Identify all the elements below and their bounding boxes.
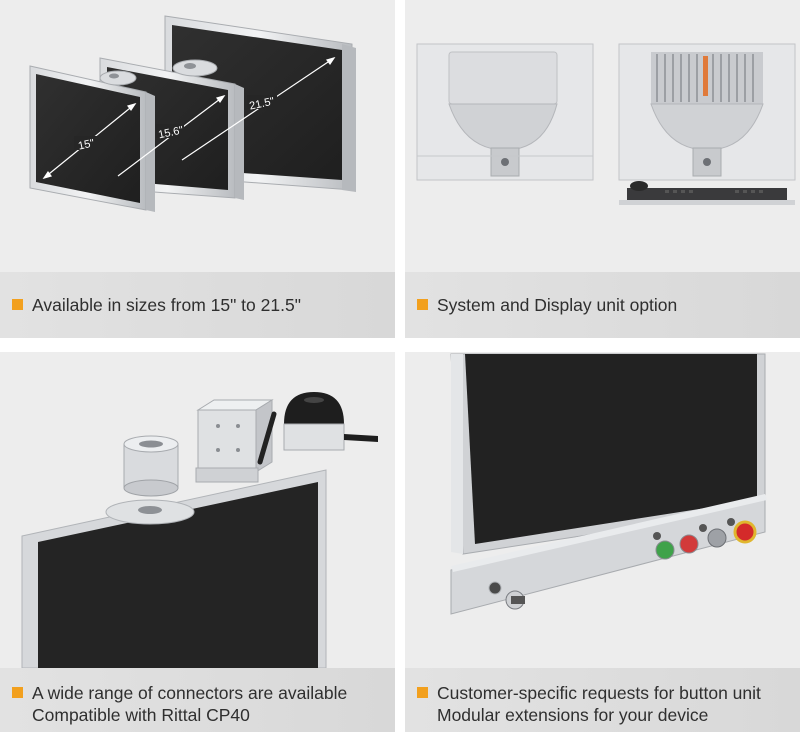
caption-line: Customer-specific requests for button un… <box>437 683 761 703</box>
caption: Available in sizes from 15" to 21.5" <box>0 272 395 338</box>
caption-line: Available in sizes from 15" to 21.5" <box>32 295 301 315</box>
bullet-square-icon <box>12 687 23 698</box>
caption-line: Modular extensions for your device <box>437 705 709 725</box>
panel-sizes: 15" 15.6" 21.5" Available in sizes from … <box>0 0 395 338</box>
system-unit-back <box>618 43 796 181</box>
bullet-square-icon <box>12 299 23 310</box>
caption: Customer-specific requests for button un… <box>405 668 800 732</box>
caption-line: System and Display unit option <box>437 295 678 315</box>
button-unit-illustration <box>450 353 767 615</box>
bullet-square-icon <box>417 299 428 310</box>
panel-connectors: A wide range of connectors are available… <box>0 352 395 732</box>
monitor-top <box>21 469 327 668</box>
caption-line: A wide range of connectors are available <box>32 683 348 703</box>
connectors-illustration <box>21 392 378 668</box>
monitor-sizes-illustration: 15" 15.6" 21.5" <box>29 15 356 212</box>
bullet-square-icon <box>417 687 428 698</box>
display-unit-back <box>416 43 594 181</box>
caption: System and Display unit option <box>405 272 800 338</box>
panel-button-unit: Customer-specific requests for button un… <box>405 352 800 732</box>
system-display-illustration <box>416 43 796 205</box>
panel-system-display: System and Display unit option <box>405 0 800 338</box>
caption-line: Compatible with Rittal CP40 <box>32 705 250 725</box>
caption: A wide range of connectors are available… <box>0 668 395 732</box>
size-label-15-6: 15.6" <box>157 124 184 141</box>
connector-black-cap <box>283 392 378 451</box>
size-label-21-5: 21.5" <box>248 96 275 113</box>
button-bar <box>450 494 767 615</box>
connector-round <box>123 435 179 497</box>
monitor-front <box>450 353 766 555</box>
connector-square <box>195 399 277 483</box>
size-label-15: 15" <box>77 137 95 152</box>
keyboard-mouse <box>619 181 795 205</box>
